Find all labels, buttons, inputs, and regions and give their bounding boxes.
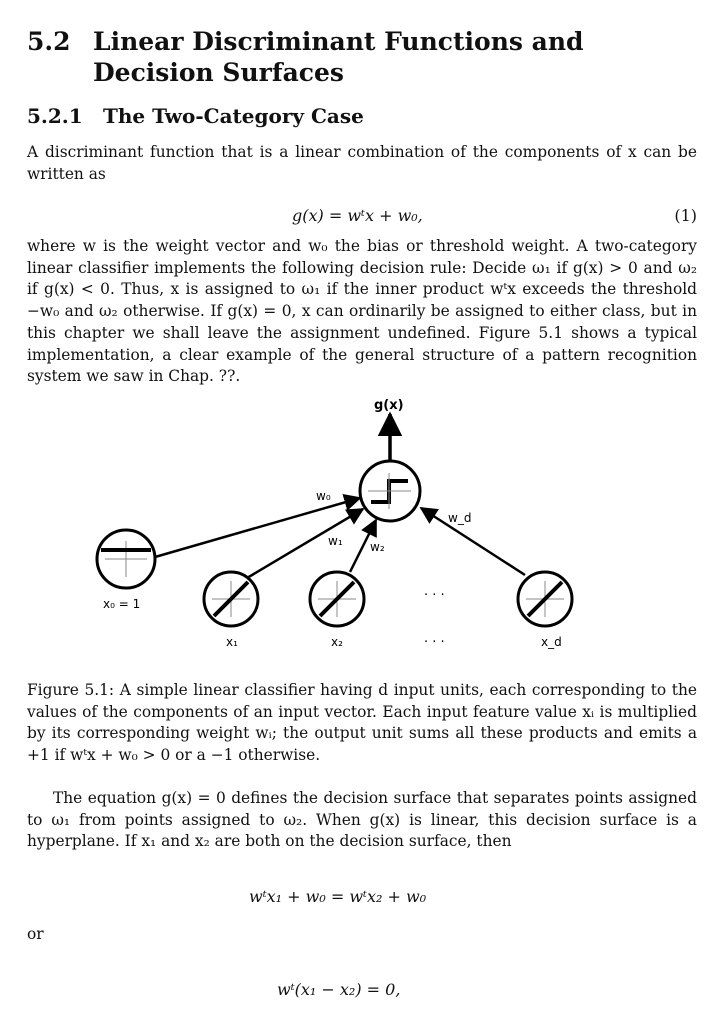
input-label-1: x₁ (226, 635, 238, 649)
equation-orthogonality: wᵗ(x₁ − x₂) = 0, (277, 980, 401, 999)
bias-connection (154, 493, 362, 559)
weight-label-2: w₂ (370, 540, 385, 554)
output-label: g(x) (374, 398, 404, 413)
input-1-connection (246, 507, 365, 580)
input-2-connection (348, 518, 378, 573)
input-label-d: x_d (541, 635, 562, 649)
figure-linear-classifier: g(x) w₀ w₁ w₂ w_d (95, 398, 574, 650)
units-ellipsis: · · · (424, 588, 445, 603)
linear-function-icon (318, 580, 356, 618)
section-title: Linear Discriminant Functions and Decisi… (93, 27, 584, 87)
equation-discriminant: g(x) = wᵗx + w₀, (292, 206, 423, 225)
equation-number: (1) (674, 206, 697, 225)
subsection-heading: 5.2.1 The Two-Category Case (27, 104, 364, 128)
input-label-2: x₂ (331, 635, 343, 649)
weight-label-1: w₁ (328, 534, 343, 548)
connective-or: or (27, 925, 44, 943)
subsection-number: 5.2.1 (27, 104, 83, 128)
input-d-connection (419, 506, 526, 577)
section-number: 5.2 (27, 27, 71, 56)
labels-ellipsis: · · · (424, 635, 445, 650)
paragraph-decision-surface: The equation g(x) = 0 defines the decisi… (27, 789, 697, 851)
equation-hyperplane-points: wᵗx₁ + w₀ = wᵗx₂ + w₀ (249, 887, 427, 906)
figure-caption: Figure 5.1: A simple linear classifier h… (27, 681, 697, 765)
bias-input-label: x₀ = 1 (103, 597, 140, 611)
paragraph-intro: A discriminant function that is a linear… (27, 143, 697, 183)
subsection-title: The Two-Category Case (103, 104, 364, 128)
paragraph-decision-rule: where w is the weight vector and w₀ the … (27, 237, 697, 386)
bias-weight-label: w₀ (316, 489, 331, 503)
linear-function-icon (212, 580, 250, 618)
weight-label-d: w_d (448, 511, 471, 525)
linear-function-icon (526, 580, 564, 618)
